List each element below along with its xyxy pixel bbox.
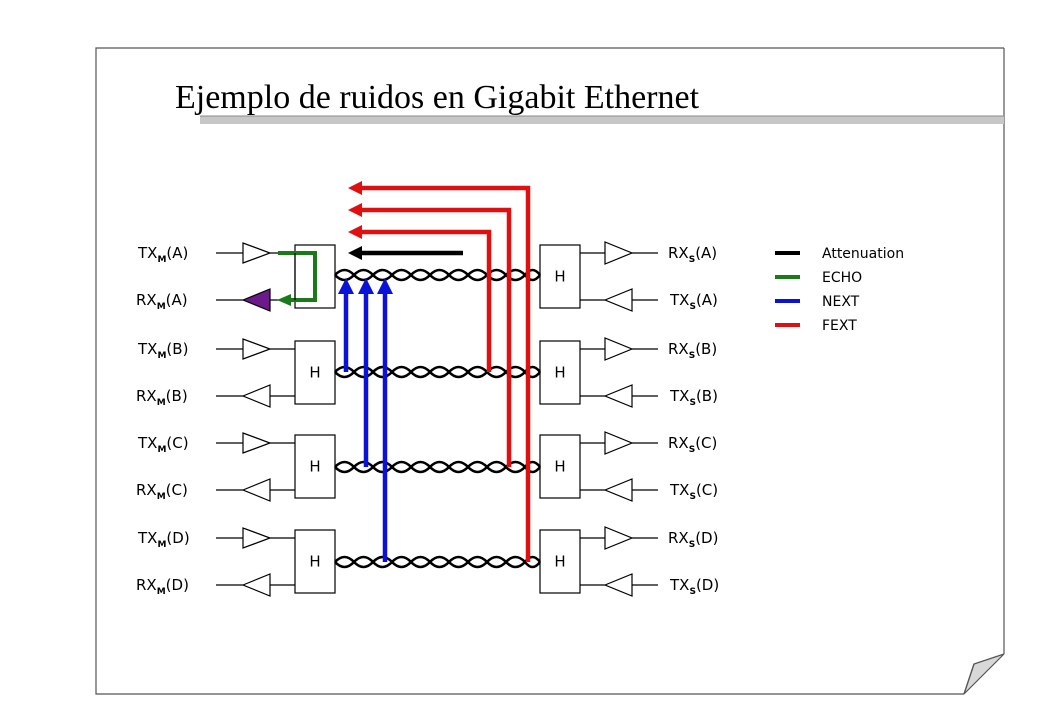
legend-label-echo: ECHO [822,270,862,286]
tx-slave-label-b: TXS(B) [669,387,718,408]
tx-master-driver-icon [242,527,272,549]
rx-slave-label-a: RXS(A) [668,244,717,265]
tx-slave-driver-icon [603,384,633,408]
title-underline [200,115,1004,124]
hybrid-master-label: H [309,364,320,382]
twisted-pair-cable-d [334,555,542,565]
rx-slave-receiver-icon [604,431,634,455]
rx-slave-label-c: RXS(C) [668,434,717,455]
fext-path-1 [362,185,531,562]
twisted-pair-cable-c [334,464,542,474]
legend-label-next: NEXT [822,294,860,310]
attenuation-arrowhead [348,246,362,260]
tx-master-label-c: TXM(C) [137,434,189,455]
tx-master-driver-icon [242,432,272,454]
rx-master-label-a: RXM(A) [136,291,188,312]
rx-master-receiver-icon [241,384,271,408]
fext-arrowhead-2 [348,203,362,217]
hybrid-slave-box-c [539,434,581,499]
rx-master-receiver-icon [241,478,271,502]
rx-master-label-b: RXM(B) [136,387,188,408]
fext-path-2 [362,207,512,467]
rx-master-label-d: RXM(D) [136,576,189,597]
legend-label-fext: FEXT [822,318,857,334]
rx-master-label-c: RXM(C) [136,481,188,502]
tx-master-label-a: TXM(A) [137,244,188,265]
hybrid-master-box-b [294,340,336,405]
tx-slave-label-d: TXS(D) [669,576,719,597]
page-curl [963,653,1005,695]
hybrid-master-label: H [309,553,320,571]
next-arrowhead-2 [358,278,374,294]
tx-master-label-b: TXM(B) [137,340,188,361]
fext-path-3 [362,229,492,372]
hybrid-slave-label: H [554,268,565,286]
twisted-pair-cable-d [334,559,542,569]
rx-slave-receiver-icon [604,241,634,265]
next-arrowhead-1 [338,278,354,294]
tx-master-driver-icon [242,338,272,360]
hybrid-slave-box-b [539,340,581,405]
gigabit-noise-diagram: TXM(A) RXM(A) TXM(B) RXM(B) H TXM(C) RXM(C) H TX… [136,181,904,597]
tx-master-driver-icon [242,242,272,264]
hybrid-slave-label: H [554,458,565,476]
hybrid-slave-label: H [554,553,565,571]
fext-arrowhead-3 [348,225,362,239]
tx-slave-driver-icon [603,478,633,502]
hybrid-slave-label: H [554,364,565,382]
echo-path [278,251,317,302]
fext-arrowhead-1 [348,181,362,195]
hybrid-slave-box-d [539,529,581,594]
rx-master-receiver-icon [241,573,271,597]
page-frame [95,47,1005,695]
legend-label-attenuation: Attenuation [822,246,904,262]
rx-slave-receiver-icon [604,526,634,550]
rx-slave-label-d: RXS(D) [668,529,718,550]
next-arrowhead-3 [377,278,393,294]
tx-slave-label-a: TXS(A) [669,291,718,312]
rx-slave-label-b: RXS(B) [668,340,717,361]
rx-master-receiver-icon [241,288,271,312]
tx-master-label-d: TXM(D) [137,529,190,550]
rx-slave-receiver-icon [604,337,634,361]
hybrid-master-label: H [309,458,320,476]
page-title: Ejemplo de ruidos en Gigabit Ethernet [175,79,700,116]
tx-slave-driver-icon [603,573,633,597]
tx-slave-driver-icon [603,288,633,312]
echo-arrowhead [277,294,291,306]
tx-slave-label-c: TXS(C) [669,481,718,502]
